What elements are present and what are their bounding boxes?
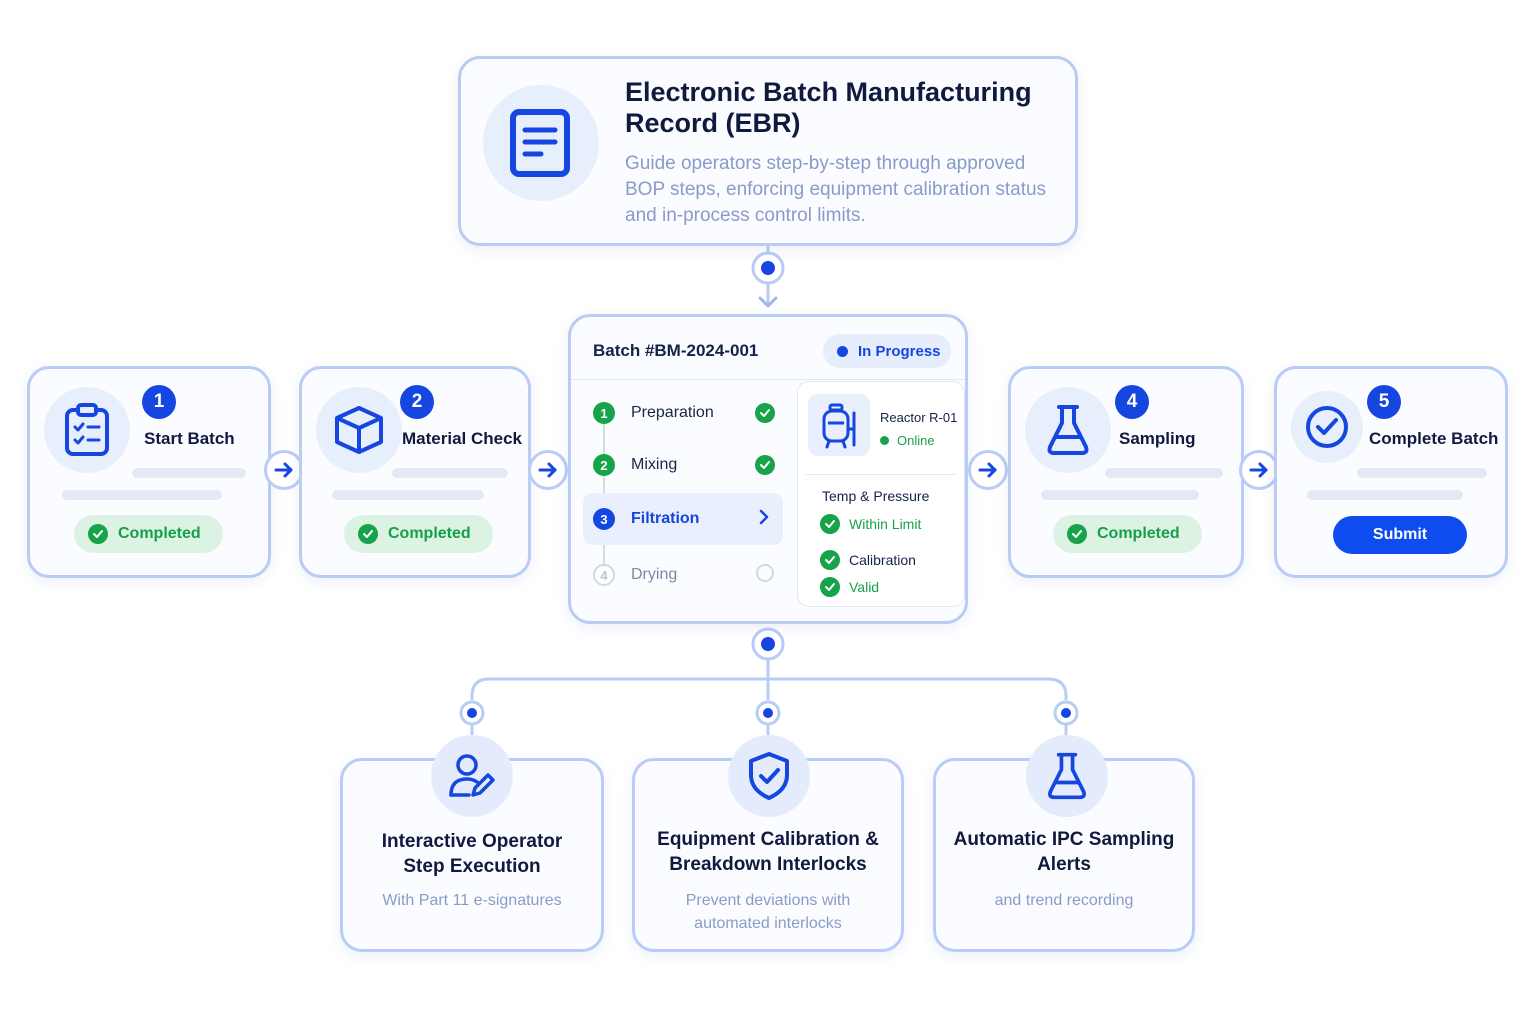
step-number: 4 bbox=[1115, 385, 1149, 419]
arrow-right-icon bbox=[528, 450, 568, 490]
placeholder-line bbox=[1041, 490, 1199, 500]
divider bbox=[571, 379, 965, 380]
calibration-label-text: Calibration bbox=[849, 552, 916, 568]
document-icon bbox=[483, 85, 599, 201]
status-dot-icon bbox=[837, 345, 848, 357]
status-badge-label: In Progress bbox=[858, 342, 941, 360]
process-step-number: 2 bbox=[593, 454, 615, 476]
calibration-label: Calibration bbox=[820, 550, 916, 570]
process-step-label: Drying bbox=[631, 566, 678, 583]
feature-subtitle: and trend recording bbox=[994, 892, 1134, 909]
arrow-right-icon bbox=[1239, 450, 1279, 490]
step-title: Complete Batch bbox=[1369, 429, 1499, 448]
feature-title: Interactive Operator Step Execution bbox=[381, 831, 563, 877]
process-step-label: Filtration bbox=[631, 510, 700, 527]
step-number: 1 bbox=[142, 385, 176, 419]
status-badge: Completed bbox=[1053, 515, 1202, 553]
placeholder-line bbox=[332, 490, 484, 500]
page-description: Guide operators step-by-step through app… bbox=[625, 153, 1047, 226]
user-edit-icon bbox=[431, 735, 513, 817]
check-icon bbox=[88, 524, 108, 544]
flask-icon bbox=[1025, 387, 1111, 473]
shield-check-icon bbox=[728, 735, 810, 817]
feature-card-ipc-sampling: Automatic IPC Sampling Alerts and trend … bbox=[933, 735, 1195, 952]
process-step-filtration[interactable]: 3 Filtration bbox=[583, 493, 783, 545]
check-icon bbox=[820, 514, 840, 534]
chevron-right-icon bbox=[755, 508, 773, 531]
connector-node-feature-2 bbox=[755, 700, 781, 726]
calibration-status: Valid bbox=[820, 577, 879, 597]
process-step-number: 1 bbox=[593, 402, 615, 424]
equipment-status-label: Online bbox=[897, 433, 935, 448]
reactor-icon bbox=[808, 394, 870, 456]
step-card-material-check[interactable]: 2 Material Check Completed bbox=[299, 366, 531, 578]
equipment-status: Online bbox=[880, 433, 935, 448]
batch-title: Batch #BM-2024-001 bbox=[593, 341, 759, 360]
step-number: 2 bbox=[400, 385, 434, 419]
check-icon bbox=[1067, 524, 1087, 544]
placeholder-line bbox=[392, 468, 508, 478]
process-step-drying[interactable]: 4 Drying bbox=[583, 549, 783, 601]
box-icon bbox=[316, 387, 402, 473]
check-icon bbox=[358, 524, 378, 544]
step-number: 5 bbox=[1367, 385, 1401, 419]
batch-panel: Batch #BM-2024-001 In Progress 1 Prepara… bbox=[568, 314, 968, 624]
equipment-status-box: Reactor R-01 Online Temp & Pressure With… bbox=[797, 381, 965, 607]
process-step-number: 4 bbox=[593, 564, 615, 586]
placeholder-line bbox=[132, 468, 246, 478]
connector-node-feature-3 bbox=[1053, 700, 1079, 726]
process-step-label: Preparation bbox=[631, 404, 714, 421]
page-title: Electronic Batch Manufacturing Record (E… bbox=[625, 77, 1032, 138]
feature-title: Equipment Calibration & Breakdown Interl… bbox=[657, 829, 879, 875]
status-badge-label: Completed bbox=[118, 525, 201, 542]
process-step-preparation[interactable]: 1 Preparation bbox=[583, 387, 783, 439]
equipment-name: Reactor R-01 bbox=[880, 410, 958, 425]
connector-node-feature-1 bbox=[459, 700, 485, 726]
feature-card-equipment-interlocks: Equipment Calibration & Breakdown Interl… bbox=[632, 735, 904, 952]
step-card-complete-batch[interactable]: 5 Complete Batch Submit bbox=[1274, 366, 1508, 578]
flask-icon bbox=[1026, 735, 1108, 817]
submit-button[interactable]: Submit bbox=[1333, 516, 1467, 554]
feature-card-operator-execution: Interactive Operator Step Execution With… bbox=[340, 735, 604, 952]
online-dot-icon bbox=[880, 436, 889, 445]
check-icon bbox=[820, 550, 840, 570]
step-title: Sampling bbox=[1119, 429, 1196, 448]
calibration-status-label: Valid bbox=[849, 579, 880, 595]
check-icon bbox=[820, 577, 840, 597]
status-badge-label: Completed bbox=[388, 525, 471, 542]
placeholder-line bbox=[1105, 468, 1223, 478]
param-status: Within Limit bbox=[820, 514, 921, 534]
process-step-label: Mixing bbox=[631, 456, 678, 473]
connector-node-bottom bbox=[751, 627, 785, 661]
divider bbox=[806, 474, 956, 475]
check-icon bbox=[755, 403, 775, 423]
check-icon bbox=[755, 455, 775, 475]
feature-title: Automatic IPC Sampling Alerts bbox=[953, 829, 1175, 875]
step-title: Start Batch bbox=[144, 429, 235, 448]
ebr-header-card: Electronic Batch Manufacturing Record (E… bbox=[458, 56, 1078, 246]
status-badge: Completed bbox=[344, 515, 493, 553]
pending-circle-icon bbox=[755, 563, 775, 588]
feature-subtitle: Prevent deviations with automated interl… bbox=[685, 892, 851, 932]
process-step-mixing[interactable]: 2 Mixing bbox=[583, 439, 783, 491]
arrow-right-icon bbox=[968, 450, 1008, 490]
status-badge-label: Completed bbox=[1097, 525, 1180, 542]
step-title: Material Check bbox=[402, 429, 522, 448]
status-badge: Completed bbox=[74, 515, 223, 553]
check-circle-icon bbox=[1291, 391, 1363, 463]
step-card-start-batch[interactable]: 1 Start Batch Completed bbox=[27, 366, 271, 578]
status-badge-in-progress: In Progress bbox=[823, 334, 951, 368]
param-status-label: Within Limit bbox=[849, 516, 922, 532]
placeholder-line bbox=[1357, 468, 1487, 478]
step-card-sampling[interactable]: 4 Sampling Completed bbox=[1008, 366, 1244, 578]
process-step-number: 3 bbox=[593, 508, 615, 530]
feature-subtitle: With Part 11 e-signatures bbox=[382, 892, 562, 909]
param-label: Temp & Pressure bbox=[822, 488, 930, 504]
connector-node-top bbox=[751, 251, 785, 285]
clipboard-checklist-icon bbox=[44, 387, 130, 473]
placeholder-line bbox=[62, 490, 222, 500]
placeholder-line bbox=[1307, 490, 1463, 500]
arrow-right-icon bbox=[264, 450, 304, 490]
